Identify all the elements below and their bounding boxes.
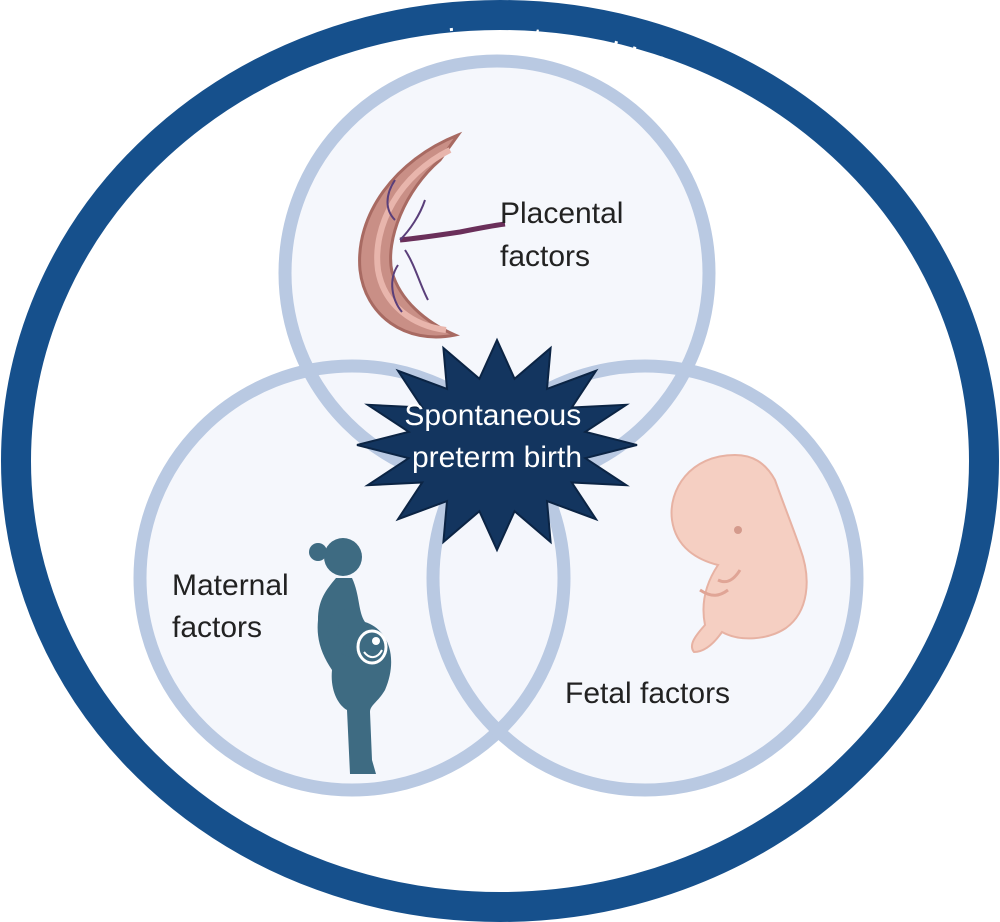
fetal-label: Fetal factors [565,677,730,710]
fetus-icon [670,453,808,654]
placenta-icon [358,131,506,339]
placental-label: Placental factors [500,197,632,273]
maternal-label: Maternal factors [172,569,297,644]
pregnant-woman-icon [309,538,392,774]
spontaneous-label: Spontaneous preterm birth [404,399,589,474]
spontaneous-starburst [356,337,638,553]
